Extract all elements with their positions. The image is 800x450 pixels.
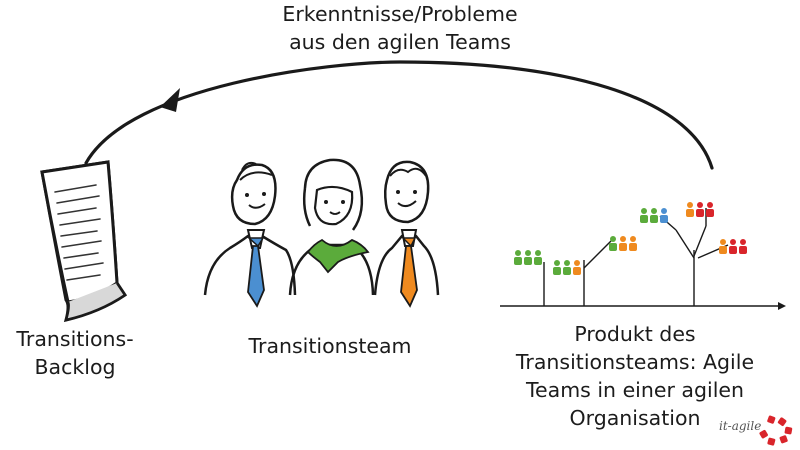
- team-icon: [719, 239, 747, 254]
- feedback-caption-line1: Erkenntnisse/Probleme: [282, 2, 518, 26]
- person-icon: [373, 160, 440, 308]
- person-icon: [203, 161, 297, 308]
- arrow-head-icon: [160, 88, 180, 112]
- team-icon: [609, 236, 637, 251]
- team-icon: [514, 250, 542, 265]
- it-agile-logo: it-agile: [716, 414, 796, 446]
- product-caption-line1: Produkt des: [574, 322, 696, 346]
- product-caption-line3: Teams in einer agilen: [525, 378, 744, 402]
- team-caption: Transitionsteam: [200, 332, 460, 360]
- feedback-arrow: [84, 60, 714, 170]
- team-icon: [686, 202, 714, 217]
- team-icon: [553, 260, 581, 275]
- team-caption-line1: Transitionsteam: [248, 334, 412, 358]
- product-caption: Produkt des Transitionsteams: Agile Team…: [470, 320, 800, 432]
- organisation-tree: [500, 202, 786, 310]
- team-icon: [640, 208, 668, 223]
- product-caption-line2: Transitionsteams: Agile: [515, 350, 755, 374]
- logo-mark-icon: [759, 415, 793, 446]
- backlog-caption-line1: Transitions-: [16, 327, 134, 351]
- feedback-caption: Erkenntnisse/Probleme aus den agilen Tea…: [200, 0, 600, 56]
- document-icon: [40, 160, 128, 323]
- backlog-caption: Transitions- Backlog: [0, 325, 150, 381]
- product-caption-line4: Organisation: [569, 406, 701, 430]
- person-icon: [288, 158, 375, 296]
- logo-text: it-agile: [719, 419, 762, 433]
- axis-arrow-icon: [778, 302, 786, 310]
- feedback-caption-line2: aus den agilen Teams: [289, 30, 511, 54]
- backlog-caption-line2: Backlog: [34, 355, 116, 379]
